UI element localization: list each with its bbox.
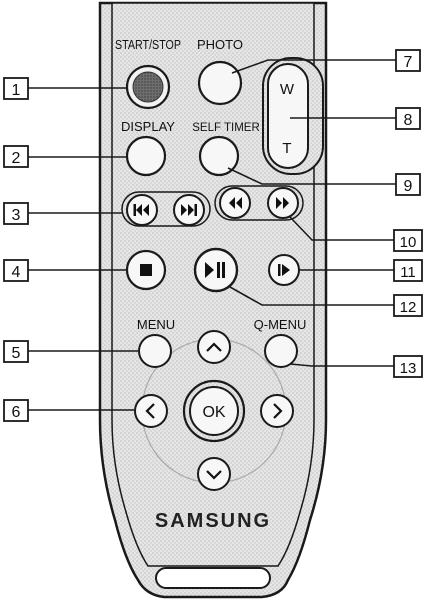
leader-lines <box>28 59 396 411</box>
callout-6: 6 <box>3 399 29 422</box>
play-pause-button[interactable] <box>193 247 239 293</box>
nav-right-button[interactable] <box>260 394 294 428</box>
svg-text:6: 6 <box>12 404 21 421</box>
q-menu-button[interactable] <box>264 334 298 368</box>
menu-label: MENU <box>137 317 175 332</box>
menu-button[interactable] <box>138 334 172 368</box>
zoom-rocker[interactable] <box>267 63 309 169</box>
ok-button[interactable] <box>189 386 239 436</box>
zoom-w-label: W <box>280 81 295 98</box>
callout-9: 9 <box>395 173 421 196</box>
callout-5: 5 <box>3 340 29 363</box>
record-icon <box>132 71 164 103</box>
self-timer-button[interactable] <box>198 135 240 177</box>
photo-button[interactable] <box>197 60 243 106</box>
svg-text:1: 1 <box>12 82 21 99</box>
svg-text:11: 11 <box>400 264 416 281</box>
svg-text:9: 9 <box>404 178 413 195</box>
start-stop-label: START/STOP <box>115 37 181 52</box>
callout-1: 1 <box>3 77 29 100</box>
zoom-t-label: T <box>282 140 291 157</box>
svg-text:3: 3 <box>12 207 21 224</box>
svg-text:13: 13 <box>400 360 417 377</box>
callout-11: 11 <box>393 259 423 282</box>
svg-text:10: 10 <box>400 234 417 251</box>
svg-text:4: 4 <box>12 264 21 281</box>
ok-label: OK <box>202 404 225 421</box>
brand-logo: SAMSUNG <box>155 510 271 532</box>
chevron-down-icon <box>206 470 222 480</box>
svg-text:2: 2 <box>12 150 21 167</box>
callout-8: 8 <box>395 107 421 130</box>
self-timer-label: SELF TIMER <box>192 122 260 134</box>
svg-text:5: 5 <box>12 345 21 362</box>
nav-up-button[interactable] <box>197 330 231 364</box>
callout-4: 4 <box>3 259 29 282</box>
display-label: DISPLAY <box>121 119 175 134</box>
photo-label: PHOTO <box>197 37 243 52</box>
play-pause-icon <box>205 262 225 278</box>
display-button[interactable] <box>125 135 167 177</box>
callout-10: 10 <box>393 229 423 252</box>
rewind-icon <box>229 197 242 209</box>
q-menu-label: Q-MENU <box>254 317 307 332</box>
skip-forward-icon <box>181 204 197 216</box>
callout-12: 12 <box>393 294 423 317</box>
chevron-up-icon <box>206 342 222 352</box>
chevron-right-icon <box>273 403 283 419</box>
svg-text:12: 12 <box>400 299 417 316</box>
stop-icon <box>140 264 152 276</box>
chevron-left-icon <box>145 403 155 419</box>
nav-left-button[interactable] <box>134 394 168 428</box>
callout-2: 2 <box>3 145 29 168</box>
slow-motion-icon <box>278 264 290 276</box>
lanyard-slot <box>155 567 271 589</box>
svg-text:8: 8 <box>404 112 413 129</box>
fast-forward-icon <box>276 197 289 209</box>
callout-7: 7 <box>395 49 421 72</box>
callout-13: 13 <box>393 355 423 378</box>
skip-back-icon <box>133 204 149 216</box>
nav-down-button[interactable] <box>197 457 231 491</box>
callout-3: 3 <box>3 202 29 225</box>
svg-text:7: 7 <box>404 54 413 71</box>
